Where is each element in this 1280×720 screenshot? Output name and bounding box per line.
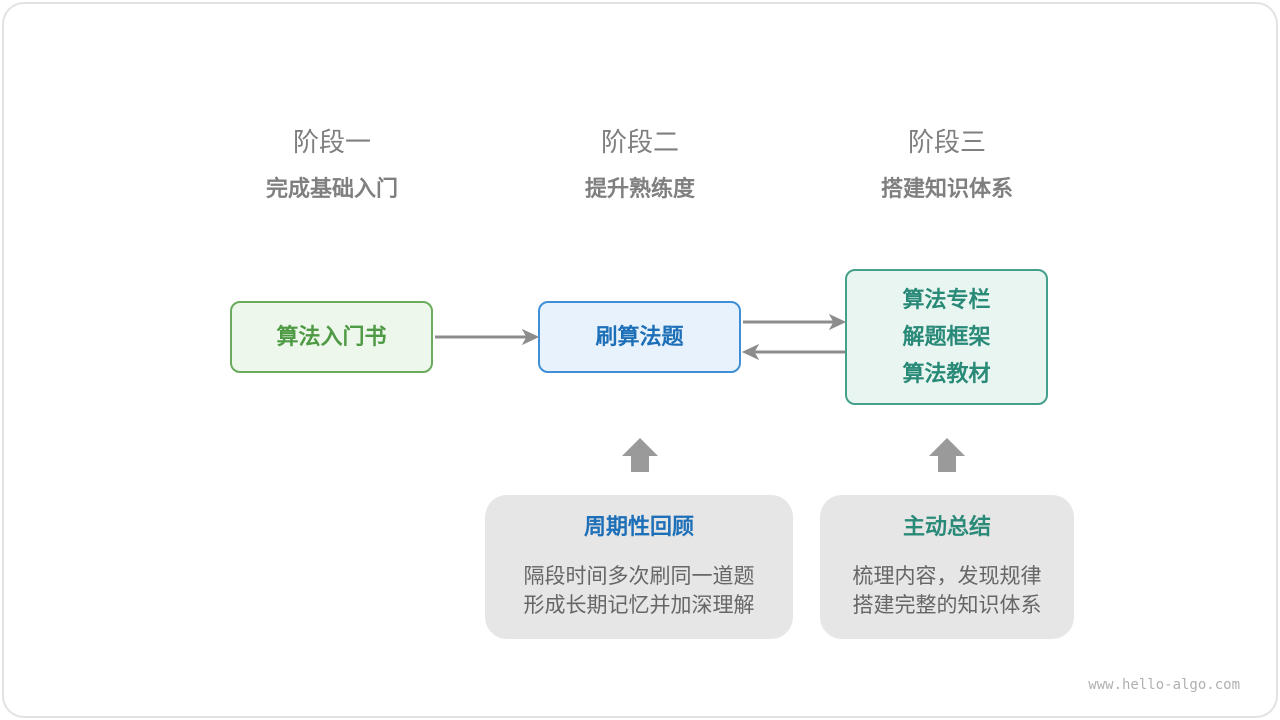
resource-algorithm-textbook: 算法教材 bbox=[902, 361, 991, 387]
practice-panel-summary: 主动总结 梳理内容，发现规律 搭建完整的知识体系 bbox=[820, 495, 1074, 639]
practice-review-line-1: 隔段时间多次刷同一道题 bbox=[523, 564, 755, 588]
stage-2-label: 阶段二 bbox=[600, 128, 679, 158]
stage-1-subtitle: 完成基础入门 bbox=[265, 177, 398, 202]
stage-3-subtitle: 搭建知识体系 bbox=[880, 177, 1013, 202]
resource-solving-framework: 解题框架 bbox=[902, 324, 991, 350]
practice-review-title: 周期性回顾 bbox=[583, 515, 694, 540]
resource-algorithm-column: 算法专栏 bbox=[902, 287, 991, 313]
stage-2-subtitle: 提升熟练度 bbox=[584, 177, 695, 202]
practice-summary-line-1: 梳理内容，发现规律 bbox=[852, 564, 1042, 588]
resource-intro-book: 算法入门书 bbox=[276, 324, 387, 350]
stage-3-resource-box: 算法专栏 解题框架 算法教材 bbox=[845, 269, 1048, 405]
practice-panel-review: 周期性回顾 隔段时间多次刷同一道题 形成长期记忆并加深理解 bbox=[485, 495, 793, 639]
practice-review-line-2: 形成长期记忆并加深理解 bbox=[523, 593, 755, 617]
watermark: www.hello-algo.com bbox=[1088, 677, 1240, 693]
stage-2-resource-box: 刷算法题 bbox=[538, 301, 741, 373]
stage-1-label: 阶段一 bbox=[292, 128, 371, 158]
stage-1-resource-box: 算法入门书 bbox=[230, 301, 433, 373]
resource-practice-problems: 刷算法题 bbox=[595, 324, 684, 350]
practice-summary-title: 主动总结 bbox=[902, 515, 991, 540]
practice-summary-line-2: 搭建完整的知识体系 bbox=[852, 593, 1042, 617]
stage-3-label: 阶段三 bbox=[907, 128, 986, 158]
